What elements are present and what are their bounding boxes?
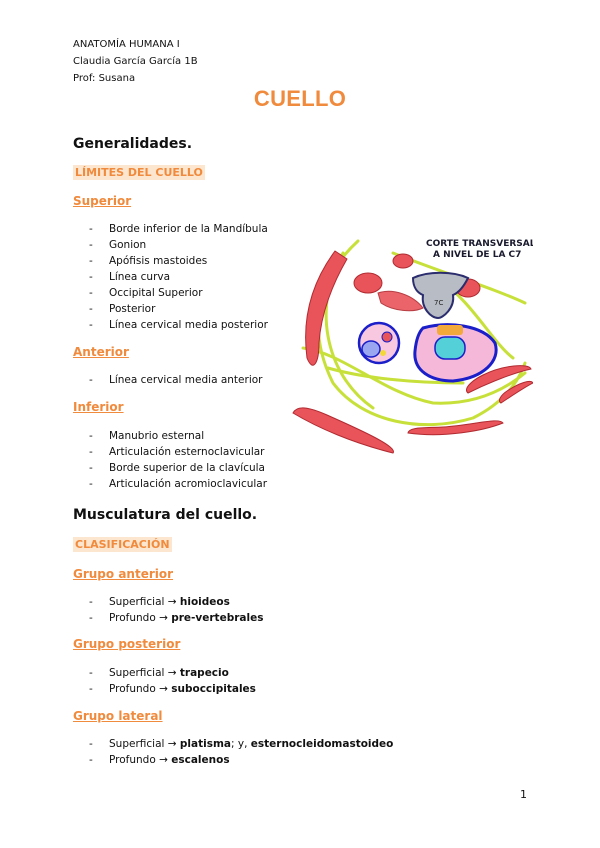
section-heading-generalidades: Generalidades. [73, 136, 193, 152]
page-title: CUELLO [253, 86, 347, 111]
professor-name: Prof: Susana [73, 73, 136, 84]
list-item: Superficial → platisma; y, esternocleido… [89, 736, 393, 752]
list-inferior: Manubrio esternal Articulación esternocl… [89, 428, 267, 492]
list-item: Manubrio esternal [89, 428, 267, 444]
list-grupo-anterior: Superficial → hioideos Profundo → pre-ve… [89, 594, 263, 626]
list-item: Gonion [89, 237, 268, 253]
list-grupo-posterior: Superficial → trapecio Profundo → subocc… [89, 665, 256, 697]
section-band-clasificacion: CLASIFICACIÓN [73, 537, 172, 552]
vertebra-c7: 7C [411, 271, 470, 320]
figure-title-line2: A NIVEL DE LA C7 [433, 250, 521, 260]
vertebra-label: 7C [434, 299, 443, 307]
subheading-grupo-lateral: Grupo lateral [73, 709, 163, 723]
list-anterior: Línea cervical media anterior [89, 372, 262, 388]
subheading-inferior: Inferior [73, 400, 124, 414]
list-item: Superficial → hioideos [89, 594, 263, 610]
list-item: Superficial → trapecio [89, 665, 256, 681]
list-item: Línea cervical media posterior [89, 317, 268, 333]
document-header: ANATOMÍA HUMANA I Claudia García García … [73, 36, 198, 87]
neck-cross-section-illustration: 7C CORTE TRANSVERSAL A NIVEL DE LA C7 [292, 239, 533, 454]
list-item: Línea cervical media anterior [89, 372, 262, 388]
list-grupo-lateral: Superficial → platisma; y, esternocleido… [89, 736, 393, 768]
subheading-grupo-posterior: Grupo posterior [73, 637, 181, 651]
carotid-sheath [357, 321, 401, 365]
list-item: Línea curva [89, 269, 268, 285]
list-item: Articulación acromioclavicular [89, 476, 267, 492]
student-name: Claudia García García 1B [73, 56, 198, 67]
figure-title-line1: CORTE TRANSVERSAL [426, 239, 533, 249]
list-item: Profundo → escalenos [89, 752, 393, 768]
subheading-grupo-anterior: Grupo anterior [73, 567, 174, 581]
page-number: 1 [520, 788, 527, 801]
list-item: Profundo → pre-vertebrales [89, 610, 263, 626]
list-item: Profundo → suboccipitales [89, 681, 256, 697]
list-item: Articulación esternoclavicular [89, 444, 267, 460]
course-name: ANATOMÍA HUMANA I [73, 39, 180, 50]
subheading-anterior: Anterior [73, 345, 129, 359]
list-item: Occipital Superior [89, 285, 268, 301]
list-item: Apófisis mastoides [89, 253, 268, 269]
visceral-compartment [413, 323, 498, 383]
figure-title: CORTE TRANSVERSAL A NIVEL DE LA C7 [426, 239, 533, 260]
list-superior: Borde inferior de la Mandíbula Gonion Ap… [89, 221, 268, 333]
list-item: Posterior [89, 301, 268, 317]
section-heading-musculatura: Musculatura del cuello. [73, 507, 258, 523]
list-item: Borde superior de la clavícula [89, 460, 267, 476]
list-item: Borde inferior de la Mandíbula [89, 221, 268, 237]
subheading-superior: Superior [73, 194, 132, 208]
section-band-limites: LÍMITES DEL CUELLO [73, 165, 205, 180]
